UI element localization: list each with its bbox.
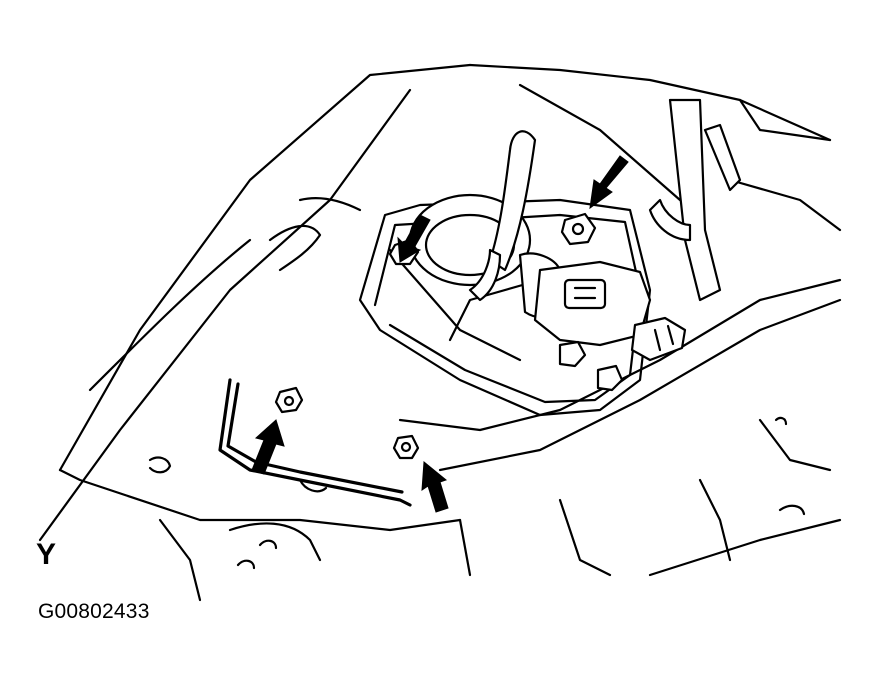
arrow-down-pump-nut (589, 155, 629, 210)
callout-arrows (251, 155, 629, 513)
figure-id-label: G00802433 (38, 600, 150, 623)
arrow-up-left-bolt (251, 419, 285, 475)
arrow-up-right-bolt (421, 461, 449, 513)
arrow-left-cover-nut (397, 214, 431, 263)
retaining-bracket (218, 378, 412, 507)
view-letter-label: Y (36, 538, 57, 571)
fuel-hoses (468, 98, 742, 302)
body-panels (38, 63, 842, 602)
